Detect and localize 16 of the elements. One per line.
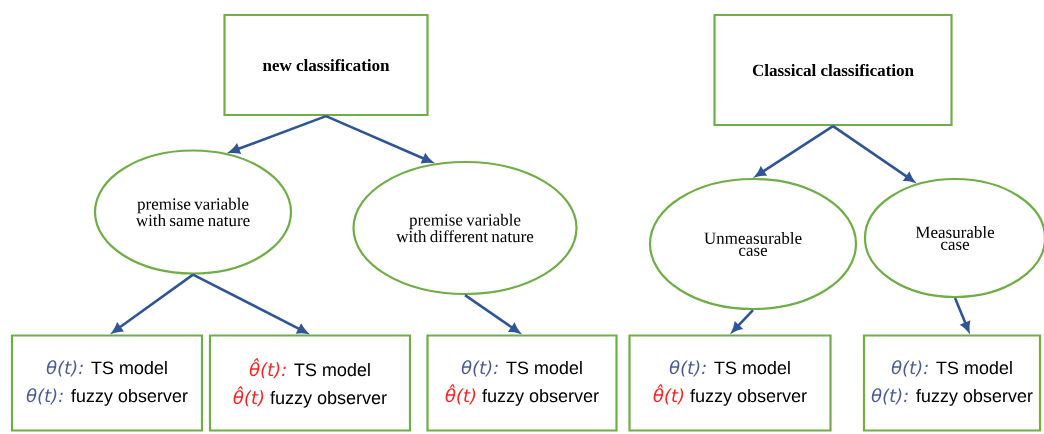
classification-box: new classification (223, 13, 429, 117)
classification-box: Classical classification (713, 13, 953, 127)
model-box: θ(t): TS model θ̂(t) fuzzy observer (628, 334, 832, 432)
arrow (192, 273, 308, 334)
arrow (755, 125, 834, 177)
model-box: θ(t): TS model θ(t): fuzzy observer (862, 334, 1042, 432)
arrow (953, 297, 971, 332)
arrow (832, 125, 915, 183)
arrow (229, 114, 327, 154)
arrow (731, 309, 754, 333)
model-box: θ(t): TS model θ̂(t) fuzzy observer (426, 334, 618, 432)
arrow (464, 294, 520, 334)
model-box: θ̂(t): TS model θ̂(t) fuzzy observer (208, 334, 412, 432)
arrow (112, 273, 194, 334)
arrow (325, 114, 433, 164)
model-box: θ(t): TS model θ(t): fuzzy observer (10, 334, 204, 432)
